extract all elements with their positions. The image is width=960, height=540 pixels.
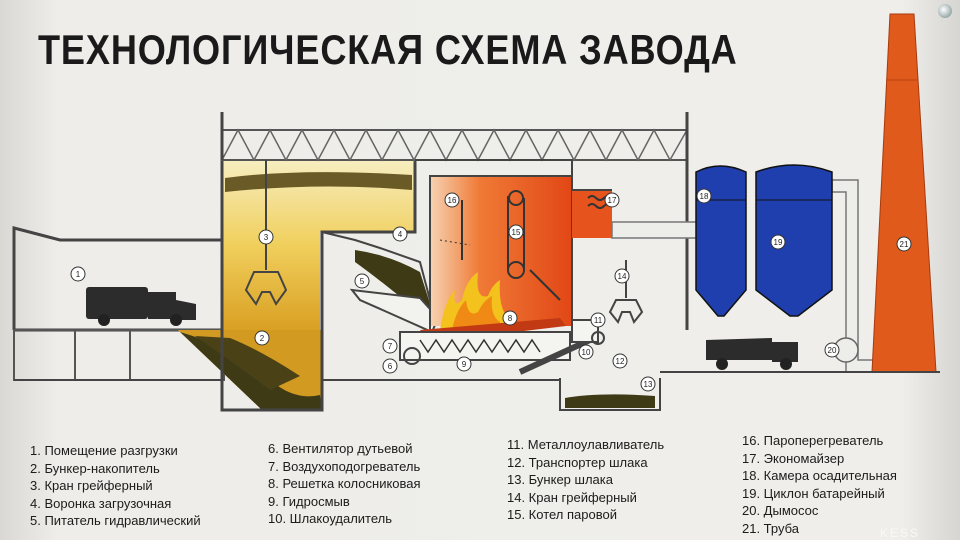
pushpin-icon: [938, 4, 952, 18]
svg-text:13: 13: [644, 380, 653, 389]
legend-item: 17. Экономайзер: [742, 450, 845, 466]
slag-bunker: [559, 378, 661, 411]
svg-text:15: 15: [512, 228, 521, 237]
legend-item: 20. Дымосос: [742, 503, 819, 518]
marker-2: 2: [254, 330, 270, 346]
marker-18: 18: [696, 188, 712, 204]
marker-17: 17: [604, 192, 620, 208]
marker-13: 13: [640, 376, 656, 392]
marker-16: 16: [444, 192, 460, 208]
svg-text:2: 2: [260, 334, 265, 343]
legend-item: 8. Решетка колосниковая: [268, 476, 421, 491]
svg-text:21: 21: [900, 240, 909, 249]
svg-text:4: 4: [398, 230, 403, 239]
slag-conveyor: [518, 319, 605, 375]
legend-item: 19. Циклон батарейный: [742, 485, 885, 501]
svg-text:18: 18: [700, 192, 709, 201]
marker-8: 8: [502, 310, 518, 326]
marker-4: 4: [392, 226, 408, 242]
svg-text:20: 20: [828, 346, 837, 355]
loading-hopper: [321, 231, 432, 310]
legend-item: 2. Бункер-накопитель: [30, 460, 160, 476]
steam-boiler-tubes: [439, 190, 561, 301]
garbage-truck-icon: [86, 287, 196, 326]
legend-item: 14. Кран грейферный: [507, 489, 637, 505]
marker-20: 20: [824, 342, 840, 358]
svg-text:19: 19: [774, 238, 783, 247]
marker-3: 3: [258, 229, 274, 245]
cyclone-battery: [695, 164, 833, 317]
legend-item: 7. Воздухоподогреватель: [268, 458, 421, 474]
svg-text:16: 16: [448, 196, 457, 205]
legend-item: 11. Металлоулавливатель: [507, 437, 665, 452]
chimney-stack: [871, 13, 937, 373]
legend-item: 10. Шлакоудалитель: [268, 511, 393, 526]
svg-text:9: 9: [462, 360, 467, 369]
svg-text:3: 3: [264, 233, 269, 242]
furnace-boiler: [415, 159, 612, 330]
marker-19: 19: [770, 234, 786, 250]
grab-crane-icon: [244, 160, 288, 306]
grate-and-air-heater: [399, 318, 571, 365]
legend-column-1: 1. Помещение разгрузки 2. Бункер-накопит…: [30, 442, 201, 530]
legend-item: 9. Гидросмыв: [268, 493, 350, 509]
legend-column-2: 6. Вентилятор дутьевой 7. Воздухоподогре…: [268, 440, 421, 528]
legend-item: 5. Питатель гидравлический: [30, 513, 201, 528]
watermark: KESS: [879, 526, 920, 540]
legend-item: 1. Помещение разгрузки: [30, 443, 178, 458]
legend-item: 12. Транспортер шлака: [507, 454, 648, 470]
marker-1: 1: [70, 266, 86, 282]
svg-text:12: 12: [616, 357, 625, 366]
marker-7: 7: [382, 338, 398, 354]
legend-item: 13. Бункер шлака: [507, 472, 613, 487]
svg-text:14: 14: [618, 272, 627, 281]
dump-truck-icon: [706, 338, 798, 370]
svg-text:7: 7: [388, 342, 393, 351]
svg-text:8: 8: [508, 314, 513, 323]
svg-text:10: 10: [582, 348, 591, 357]
legend-item: 6. Вентилятор дутьевой: [268, 441, 413, 456]
marker-6: 6: [382, 358, 398, 374]
marker-11: 11: [590, 312, 606, 328]
svg-text:11: 11: [594, 316, 603, 325]
marker-12: 12: [612, 353, 628, 369]
flame-icon: [440, 272, 510, 332]
svg-text:1: 1: [76, 270, 81, 279]
plant-building-outline: [14, 112, 940, 410]
legend-column-4: 16. Пароперегреватель 17. Экономайзер 18…: [742, 432, 897, 537]
marker-10: 10: [578, 344, 594, 360]
marker-14: 14: [614, 268, 630, 284]
svg-text:5: 5: [360, 277, 365, 286]
svg-text:17: 17: [608, 196, 617, 205]
legend-item: 16. Пароперегреватель: [742, 433, 884, 448]
legend-column-3: 11. Металлоулавливатель 12. Транспортер …: [507, 436, 664, 524]
legend-item: 3. Кран грейферный: [30, 478, 153, 493]
slag-grab-crane-icon: [608, 260, 644, 324]
storage-bunker: [178, 112, 417, 412]
marker-9: 9: [456, 356, 472, 372]
marker-15: 15: [508, 224, 524, 240]
diagram-title: ТЕХНОЛОГИЧЕСКАЯ СХЕМА ЗАВОДА: [38, 26, 738, 73]
legend-item: 21. Труба: [742, 520, 800, 536]
marker-5: 5: [354, 273, 370, 289]
legend-item: 18. Камера осадительная: [742, 468, 897, 483]
legend-item: 4. Воронка загрузочная: [30, 495, 172, 511]
legend-item: 15. Котел паровой: [507, 507, 617, 522]
svg-text:6: 6: [388, 362, 393, 371]
marker-21: 21: [896, 236, 912, 252]
